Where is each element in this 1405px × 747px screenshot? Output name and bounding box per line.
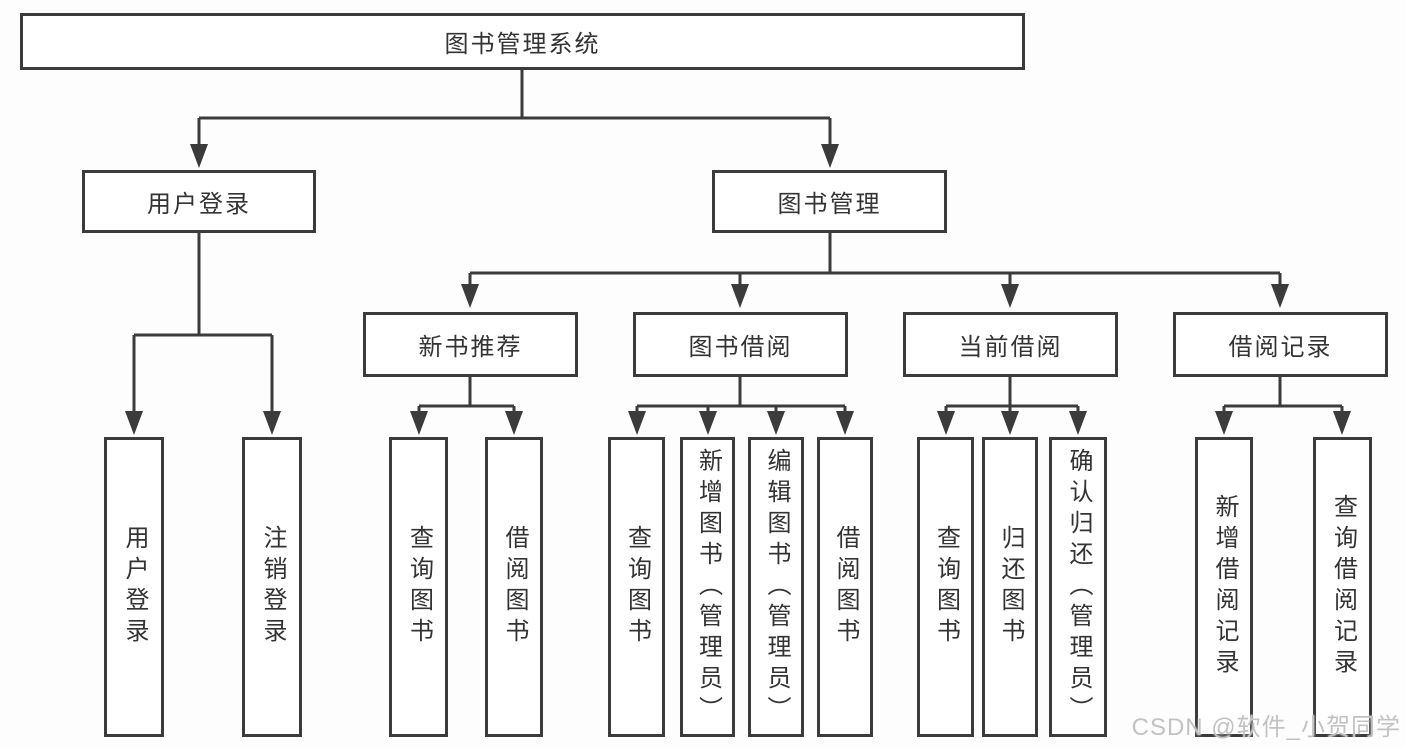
leaf-user-login: 用户登录 (104, 437, 164, 737)
leaf-label: 注销登录 (259, 525, 286, 649)
arrow-down-icon (1069, 411, 1087, 435)
arrow-down-icon (1271, 284, 1289, 308)
arrow-down-icon (731, 284, 749, 308)
connector-book-management-branch (468, 233, 1282, 286)
arrow-down-icon (767, 411, 785, 435)
leaf-edit-book-admin: 编辑图书（管理员） (748, 437, 804, 737)
arrow-down-icon (628, 411, 646, 435)
arrow-down-icon (1001, 411, 1019, 435)
connector-current-borrow-branch (944, 377, 1080, 413)
leaf-label: 确认归还（管理员） (1065, 447, 1092, 727)
leaf-label: 借阅图书 (501, 525, 528, 649)
watermark: CSDN @软件_小贺同学 (1131, 714, 1401, 741)
node-label: 当前借阅 (958, 334, 1063, 361)
arrow-down-icon (263, 411, 281, 435)
leaf-query-books-1: 查询图书 (389, 437, 448, 737)
node-current-borrow: 当前借阅 (903, 312, 1118, 377)
leaf-query-borrow-record: 查询借阅记录 (1313, 437, 1372, 737)
connector-book-borrow-branch (635, 377, 847, 413)
leaf-label: 归还图书 (997, 525, 1024, 649)
connector-borrow-record-branch (1222, 377, 1344, 413)
arrow-down-icon (410, 411, 428, 435)
connector-root-branch (197, 70, 832, 146)
node-user-login: 用户登录 (82, 170, 316, 233)
leaf-label: 新增借阅记录 (1211, 494, 1238, 680)
node-label: 新书推荐 (418, 334, 523, 361)
leaf-label: 查询借阅记录 (1329, 494, 1357, 680)
leaf-add-book-admin: 新增图书（管理员） (680, 437, 735, 737)
leaf-confirm-return-admin: 确认归还（管理员） (1049, 437, 1107, 737)
leaf-label: 借阅图书 (832, 525, 859, 649)
connector-user-login-branch (132, 233, 274, 413)
leaf-borrow-books-1: 借阅图书 (485, 437, 543, 737)
arrow-down-icon (505, 411, 523, 435)
arrow-down-icon (190, 144, 208, 168)
leaf-label: 新增图书（管理员） (694, 447, 722, 727)
node-label: 用户登录 (147, 191, 251, 218)
node-label: 借阅记录 (1228, 334, 1333, 361)
arrow-down-icon (125, 411, 143, 435)
leaf-label: 查询图书 (405, 525, 433, 649)
node-book-borrow: 图书借阅 (633, 312, 848, 377)
leaf-label: 查询图书 (932, 525, 960, 649)
node-label: 图书管理 (777, 191, 882, 218)
leaf-logout: 注销登录 (242, 437, 302, 737)
node-book-management: 图书管理 (712, 170, 947, 233)
node-borrow-records: 借阅记录 (1173, 312, 1388, 377)
arrow-down-icon (821, 144, 839, 168)
leaf-add-borrow-record: 新增借阅记录 (1195, 437, 1253, 737)
arrow-down-icon (1001, 284, 1019, 308)
leaf-label: 用户登录 (121, 525, 148, 649)
arrow-down-icon (699, 411, 717, 435)
arrow-down-icon (1215, 411, 1233, 435)
leaf-query-books-3: 查询图书 (917, 437, 974, 737)
leaf-label: 查询图书 (623, 525, 651, 649)
node-library-system: 图书管理系统 (20, 13, 1025, 70)
arrow-down-icon (461, 284, 479, 308)
leaf-query-books-2: 查询图书 (608, 437, 665, 737)
leaf-borrow-books-2: 借阅图书 (817, 437, 873, 737)
leaf-label: 编辑图书（管理员） (763, 447, 790, 727)
leaf-return-book: 归还图书 (982, 437, 1038, 737)
node-label: 图书管理系统 (444, 31, 601, 58)
connector-new-book-branch (417, 377, 516, 413)
node-label: 图书借阅 (688, 334, 793, 361)
arrow-down-icon (836, 411, 854, 435)
arrow-down-icon (1333, 411, 1351, 435)
node-new-book-recommend: 新书推荐 (363, 312, 578, 377)
arrow-down-icon (937, 411, 955, 435)
